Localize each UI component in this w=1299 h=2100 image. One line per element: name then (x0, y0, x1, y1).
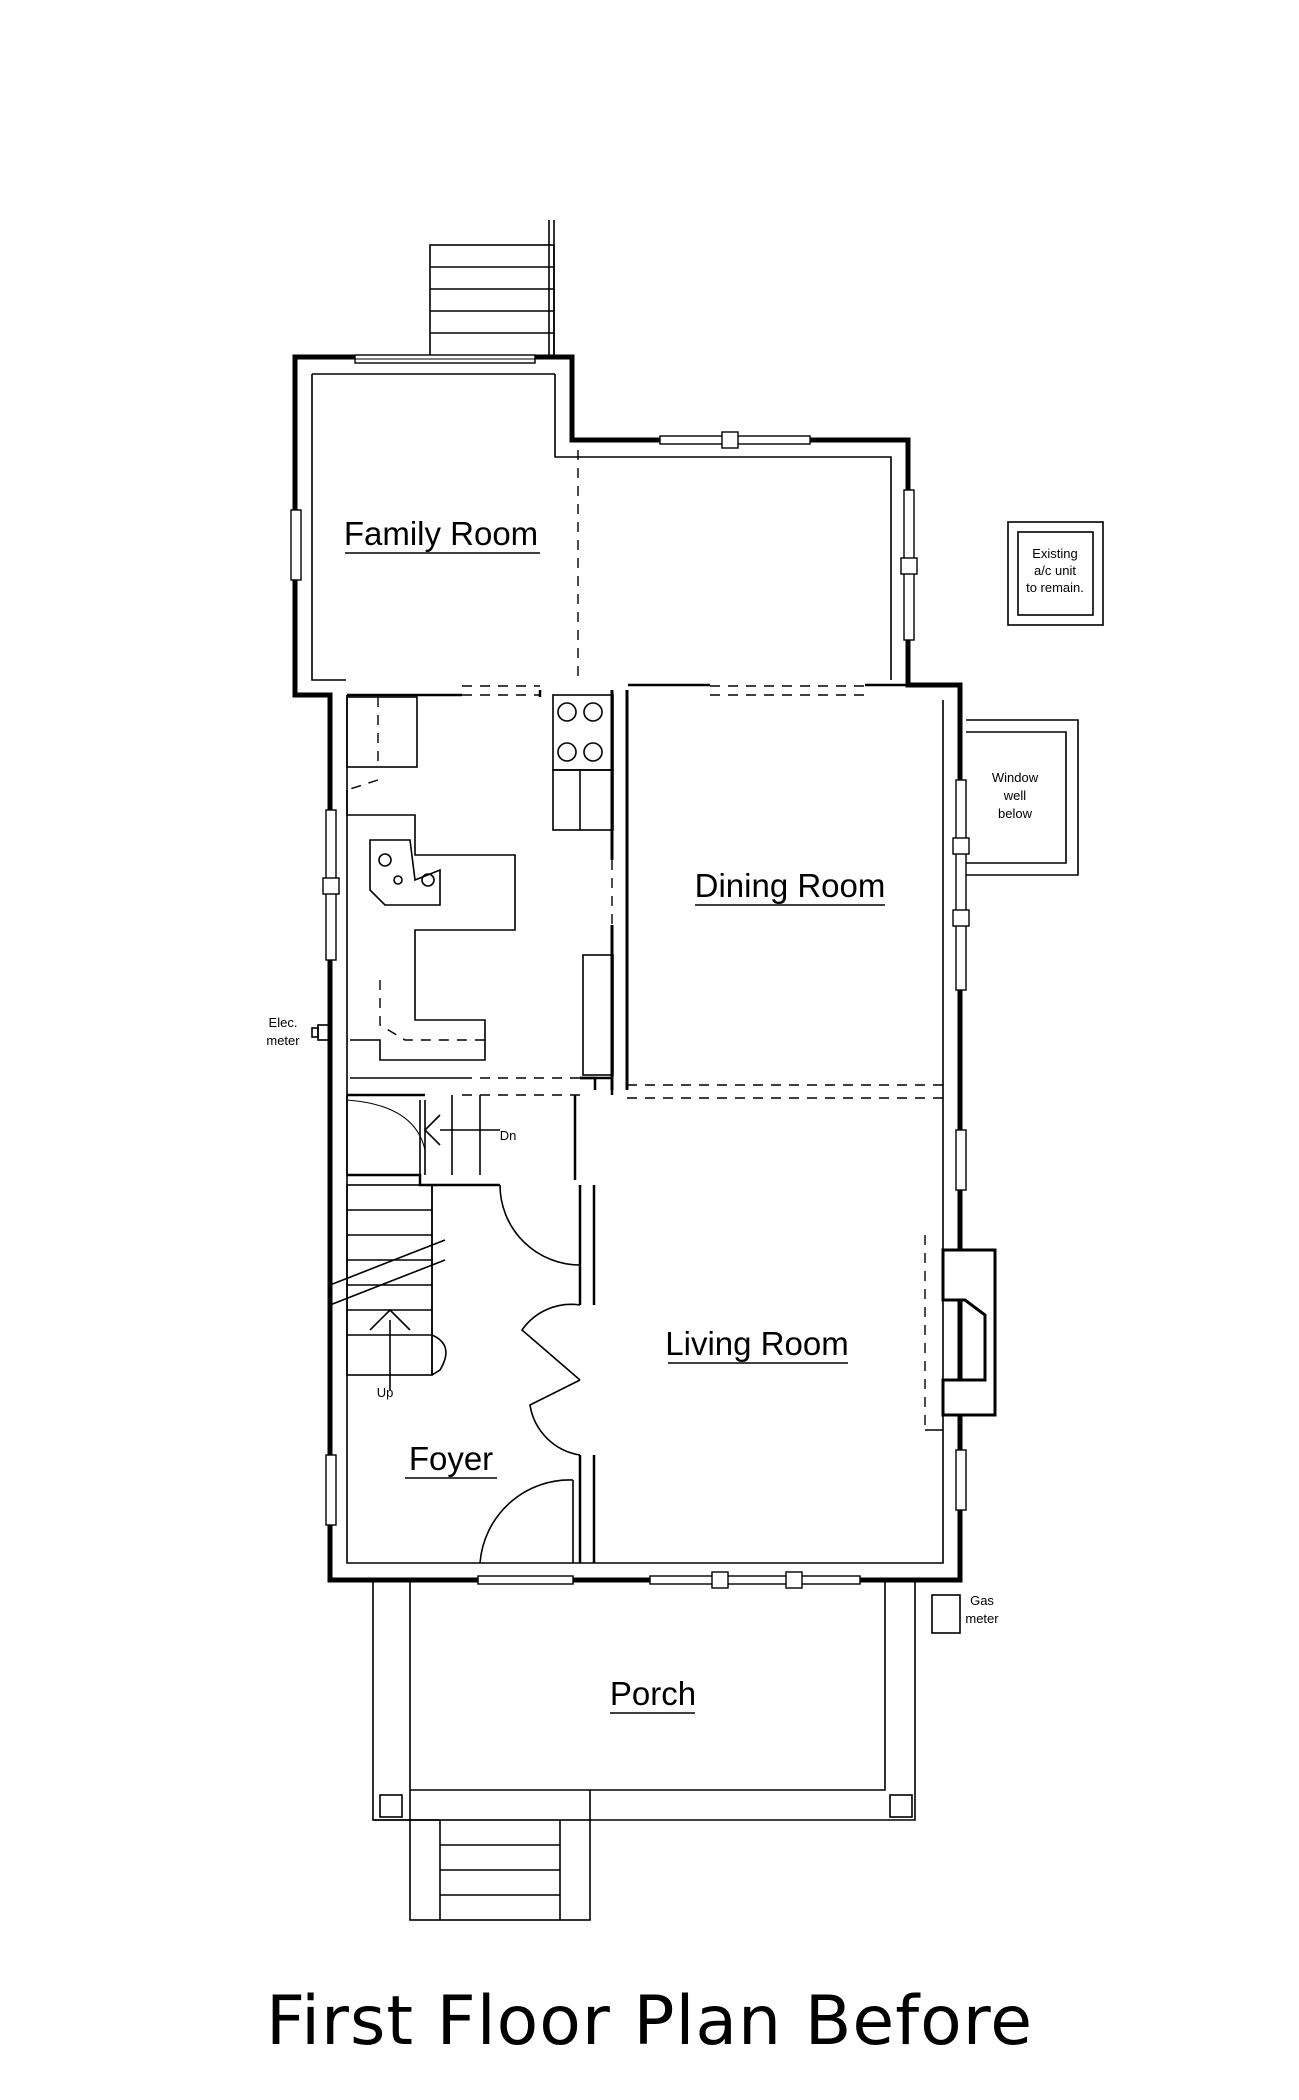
dining-room-label: Dining Room (695, 867, 886, 904)
windows (290, 431, 970, 1589)
foyer-label: Foyer (409, 1440, 493, 1477)
stairs-up-label: Up (377, 1385, 394, 1400)
stairs-down-label: Dn (500, 1128, 517, 1143)
ac-unit-note-line3: to remain. (1026, 580, 1084, 595)
drawing-title: First Floor Plan Before (265, 1982, 1034, 2061)
ac-unit-note-line1: Existing (1032, 546, 1078, 561)
gas-meter (931, 1594, 961, 1634)
kitchen-fixtures (346, 694, 614, 1076)
elec-meter-note-line2: meter (266, 1033, 300, 1048)
living-room-label: Living Room (665, 1325, 848, 1362)
family-room-label: Family Room (344, 515, 538, 552)
ac-unit (1007, 521, 1104, 626)
elec-meter (311, 1024, 331, 1041)
fireplace (924, 1235, 997, 1431)
rear-steps (429, 220, 555, 358)
window-well (966, 719, 1079, 876)
doors (479, 1184, 581, 1564)
window-well-note-line3: below (998, 806, 1033, 821)
basement-stairs (346, 1095, 500, 1176)
main-stairs (329, 1184, 447, 1390)
ac-unit-note-line2: a/c unit (1034, 563, 1076, 578)
elec-meter-note-line1: Elec. (269, 1015, 298, 1030)
opening-lines (462, 450, 943, 1099)
window-well-note-line2: well (1003, 788, 1027, 803)
family-room-rear-door (354, 354, 536, 364)
gas-meter-note-line1: Gas (970, 1593, 994, 1608)
gas-meter-note-line2: meter (965, 1611, 999, 1626)
porch (372, 1580, 916, 1921)
porch-label: Porch (610, 1675, 696, 1712)
window-well-note-line1: Window (992, 770, 1039, 785)
